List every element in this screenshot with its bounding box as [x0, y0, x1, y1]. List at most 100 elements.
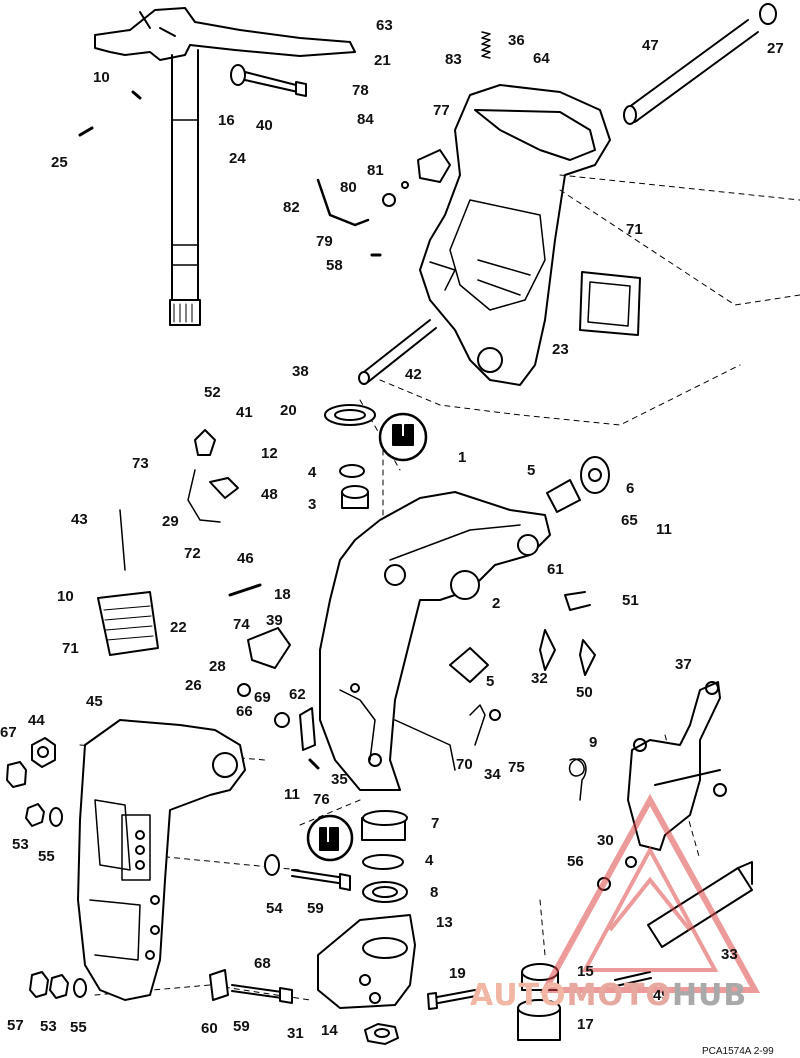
callout-37: 37 — [675, 656, 692, 673]
callout-3: 3 — [308, 496, 317, 513]
callout-70: 70 — [456, 756, 473, 773]
tilt-tube-47 — [623, 3, 777, 125]
callout-52: 52 — [204, 384, 221, 401]
callout-60: 60 — [201, 1020, 218, 1037]
callout-15: 15 — [577, 963, 594, 980]
callout-63: 63 — [376, 17, 393, 34]
callout-47: 47 — [642, 37, 659, 54]
callout-25: 25 — [51, 154, 68, 171]
callout-65: 65 — [621, 512, 638, 529]
callout-34: 34 — [484, 766, 501, 783]
callout-41: 41 — [236, 404, 253, 421]
callout-5b: 5 — [486, 673, 495, 690]
callout-17: 17 — [577, 1016, 594, 1033]
callout-80: 80 — [340, 179, 357, 196]
stern-bracket-1 — [319, 491, 551, 791]
callout-4b: 4 — [425, 852, 434, 869]
callout-69: 69 — [254, 689, 271, 706]
callout-72: 72 — [184, 545, 201, 562]
guard-23 — [579, 271, 641, 336]
callout-55: 55 — [38, 848, 55, 865]
callout-9: 9 — [589, 734, 598, 751]
callout-51: 51 — [622, 592, 639, 609]
callout-81: 81 — [367, 162, 384, 179]
steering-arm — [94, 7, 356, 326]
callout-5: 5 — [527, 462, 536, 479]
callout-56: 56 — [567, 853, 584, 870]
callout-10b: 10 — [57, 588, 74, 605]
callout-27: 27 — [767, 40, 784, 57]
callout-11b: 11 — [284, 786, 300, 803]
callout-77: 77 — [433, 102, 450, 119]
callout-58: 58 — [326, 257, 343, 274]
callout-43: 43 — [71, 511, 88, 528]
callout-1: 1 — [458, 449, 467, 466]
callout-76: 76 — [313, 791, 330, 808]
callout-79: 79 — [316, 233, 333, 250]
callout-16: 16 — [218, 112, 235, 129]
callout-20: 20 — [280, 402, 297, 419]
callout-62: 62 — [289, 686, 306, 703]
callout-64: 64 — [533, 50, 550, 67]
callout-10: 10 — [93, 69, 110, 86]
callout-2: 2 — [492, 595, 501, 612]
callout-6: 6 — [626, 480, 635, 497]
callout-14: 14 — [321, 1022, 338, 1039]
callout-26: 26 — [185, 677, 202, 694]
callout-59: 59 — [307, 900, 324, 917]
callout-82: 82 — [283, 199, 300, 216]
callout-40: 40 — [256, 117, 273, 134]
callout-75: 75 — [508, 759, 525, 776]
callout-46: 46 — [237, 550, 254, 567]
callout-28: 28 — [209, 658, 226, 675]
callout-12: 12 — [261, 445, 278, 462]
callout-73: 73 — [132, 455, 149, 472]
callout-55b: 55 — [70, 1019, 87, 1036]
watermark-text: AUTOMOTOHUB — [470, 978, 748, 1013]
callout-32: 32 — [531, 670, 548, 687]
callout-18: 18 — [274, 586, 291, 603]
callout-36: 36 — [508, 32, 525, 49]
swivel-bracket-64 — [419, 84, 611, 386]
callout-74: 74 — [233, 616, 250, 633]
transom-bracket-45 — [77, 719, 246, 1001]
callout-29: 29 — [162, 513, 179, 530]
callout-48: 48 — [261, 486, 278, 503]
callout-21: 21 — [374, 52, 391, 69]
callout-45: 45 — [86, 693, 103, 710]
callout-4: 4 — [308, 464, 317, 481]
callout-53: 53 — [12, 836, 29, 853]
callout-53b: 53 — [40, 1018, 57, 1035]
bolt-40 — [230, 64, 307, 97]
callout-23: 23 — [552, 341, 569, 358]
callout-31: 31 — [287, 1025, 304, 1042]
callout-39: 39 — [266, 612, 283, 629]
callout-71b: 71 — [62, 640, 79, 657]
callout-66: 66 — [236, 703, 253, 720]
swivel-arm-13 — [317, 914, 416, 1009]
callout-59b: 59 — [233, 1018, 250, 1035]
callout-30: 30 — [597, 832, 614, 849]
callout-44: 44 — [28, 712, 45, 729]
callout-68: 68 — [254, 955, 271, 972]
tilt-lever-37 — [627, 681, 727, 851]
callout-71: 71 — [626, 221, 643, 238]
callout-24: 24 — [229, 150, 246, 167]
callout-67: 67 — [0, 724, 17, 741]
callout-19: 19 — [449, 965, 466, 982]
callout-22: 22 — [170, 619, 187, 636]
callout-78: 78 — [352, 82, 369, 99]
drawing-code: PCA1574A 2-99 — [702, 1046, 774, 1057]
callout-57: 57 — [7, 1017, 24, 1034]
callout-13: 13 — [436, 914, 453, 931]
callout-35: 35 — [331, 771, 348, 788]
callout-84: 84 — [357, 111, 374, 128]
callout-11: 11 — [656, 521, 672, 538]
callout-83: 83 — [445, 51, 462, 68]
callout-42: 42 — [405, 366, 422, 383]
callout-33: 33 — [721, 946, 738, 963]
watermark-logo — [539, 793, 761, 993]
callout-61: 61 — [547, 561, 564, 578]
